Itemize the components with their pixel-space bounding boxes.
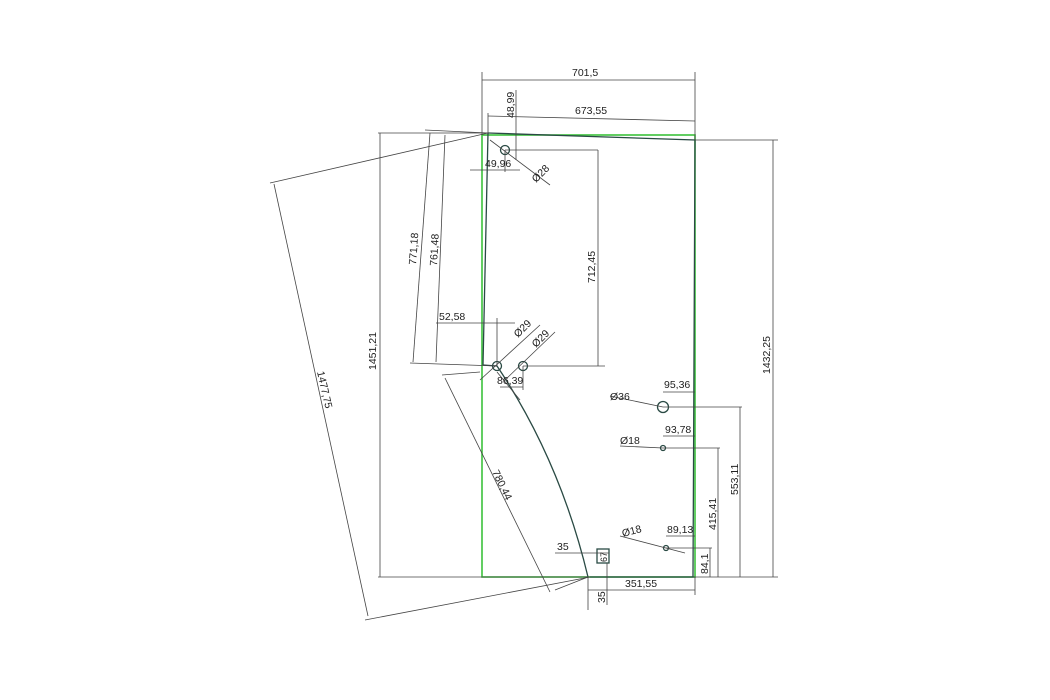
dim-top-width: 673,55 [575, 105, 607, 117]
dim-hole-right-2-dia: Ø18 [620, 435, 640, 447]
dim-left-total-height: 1451,21 [367, 332, 379, 370]
dim-mid-hole-spacing: 86,39 [497, 375, 523, 387]
dim-notch-width: 35 [557, 541, 569, 553]
dim-hole-top-dia: Ø28 [530, 162, 553, 185]
dim-diagonal-length: 1477,75 [314, 370, 334, 410]
dim-hole-right-3-offset: 89,13 [667, 524, 693, 536]
dim-overall-width: 701,5 [572, 67, 598, 79]
dim-height-553: 553,11 [729, 464, 741, 495]
dim-notch-label: 67 [599, 552, 609, 562]
dim-arc-length: 780,44 [489, 468, 514, 502]
dim-bottom-width: 351,55 [625, 578, 657, 590]
dim-hole-right-1-offset: 95,36 [664, 379, 690, 391]
dim-hole-right-3-dia: Ø18 [621, 523, 643, 540]
reference-rectangle [481, 134, 696, 578]
dim-top-offset: 48,99 [505, 92, 517, 118]
dim-right-total-height: 1432,25 [761, 336, 773, 374]
dim-left-height-2: 761,48 [428, 233, 442, 266]
dim-hole-offset-top: 49,96 [485, 158, 511, 170]
dim-mid-offset: 52,58 [439, 311, 465, 323]
dimension-lines [269, 72, 778, 621]
dim-hole-mid-dia-1: Ø29 [512, 317, 535, 340]
dim-bottom-hole-height: 84,1 [699, 553, 711, 574]
dim-notch-height: 35 [596, 591, 608, 603]
dim-left-height-1: 771,18 [407, 232, 421, 265]
dim-hole-right-1-dia: Ø36 [610, 391, 630, 403]
part-outline [482, 132, 696, 578]
dim-height-415: 415,41 [707, 498, 719, 530]
dim-hole-spacing-vertical: 712,45 [586, 251, 598, 283]
dim-hole-right-2-offset: 93,78 [665, 424, 691, 436]
